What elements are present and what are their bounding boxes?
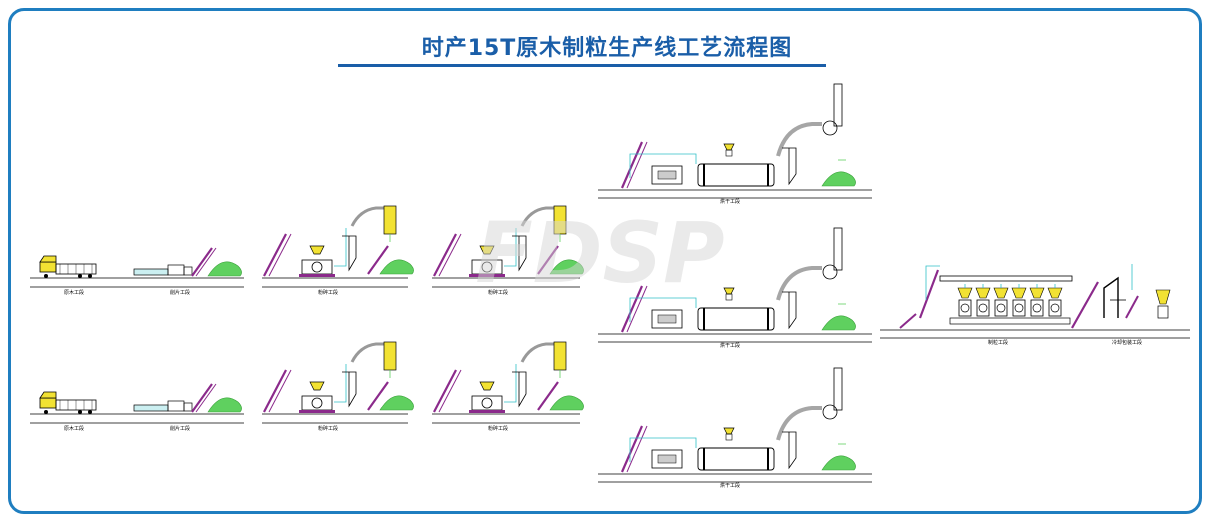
chipping-station-1 <box>132 246 242 278</box>
drying-station-3 <box>622 368 856 472</box>
cooling-packing-station <box>1103 264 1171 319</box>
drying-station-1 <box>622 84 856 188</box>
label-drying-3: 烘干工段 <box>720 482 740 489</box>
label-crushing-4: 粉碎工段 <box>488 425 508 432</box>
label-crushing-1: 粉碎工段 <box>318 289 338 296</box>
label-chipping-2: 削片工段 <box>170 425 190 432</box>
page-title: 时产15T原木制粒生产线工艺流程图 <box>421 36 793 61</box>
ground-lines <box>30 189 1190 483</box>
log-yard-station-1 <box>39 255 97 279</box>
label-drying-2: 烘干工段 <box>720 342 740 349</box>
crushing-station-3 <box>264 342 414 413</box>
label-log-yard-2: 原木工段 <box>64 425 84 432</box>
pelletizing-station <box>899 265 1099 329</box>
chipping-station-2 <box>132 382 242 414</box>
label-log-yard-1: 原木工段 <box>64 289 84 296</box>
crushing-station-4 <box>434 342 584 413</box>
title-underline <box>338 64 826 67</box>
label-crushing-3: 粉碎工段 <box>318 425 338 432</box>
label-pelletizing: 制粒工段 <box>988 339 1008 346</box>
watermark-logo: FDSP <box>475 204 724 302</box>
label-cooling-packing: 冷却包装工段 <box>1112 339 1142 346</box>
label-crushing-2: 粉碎工段 <box>488 289 508 296</box>
label-drying-1: 烘干工段 <box>720 198 740 205</box>
log-yard-station-2 <box>39 391 97 415</box>
crushing-station-1 <box>264 206 414 277</box>
label-chipping-1: 削片工段 <box>170 289 190 296</box>
